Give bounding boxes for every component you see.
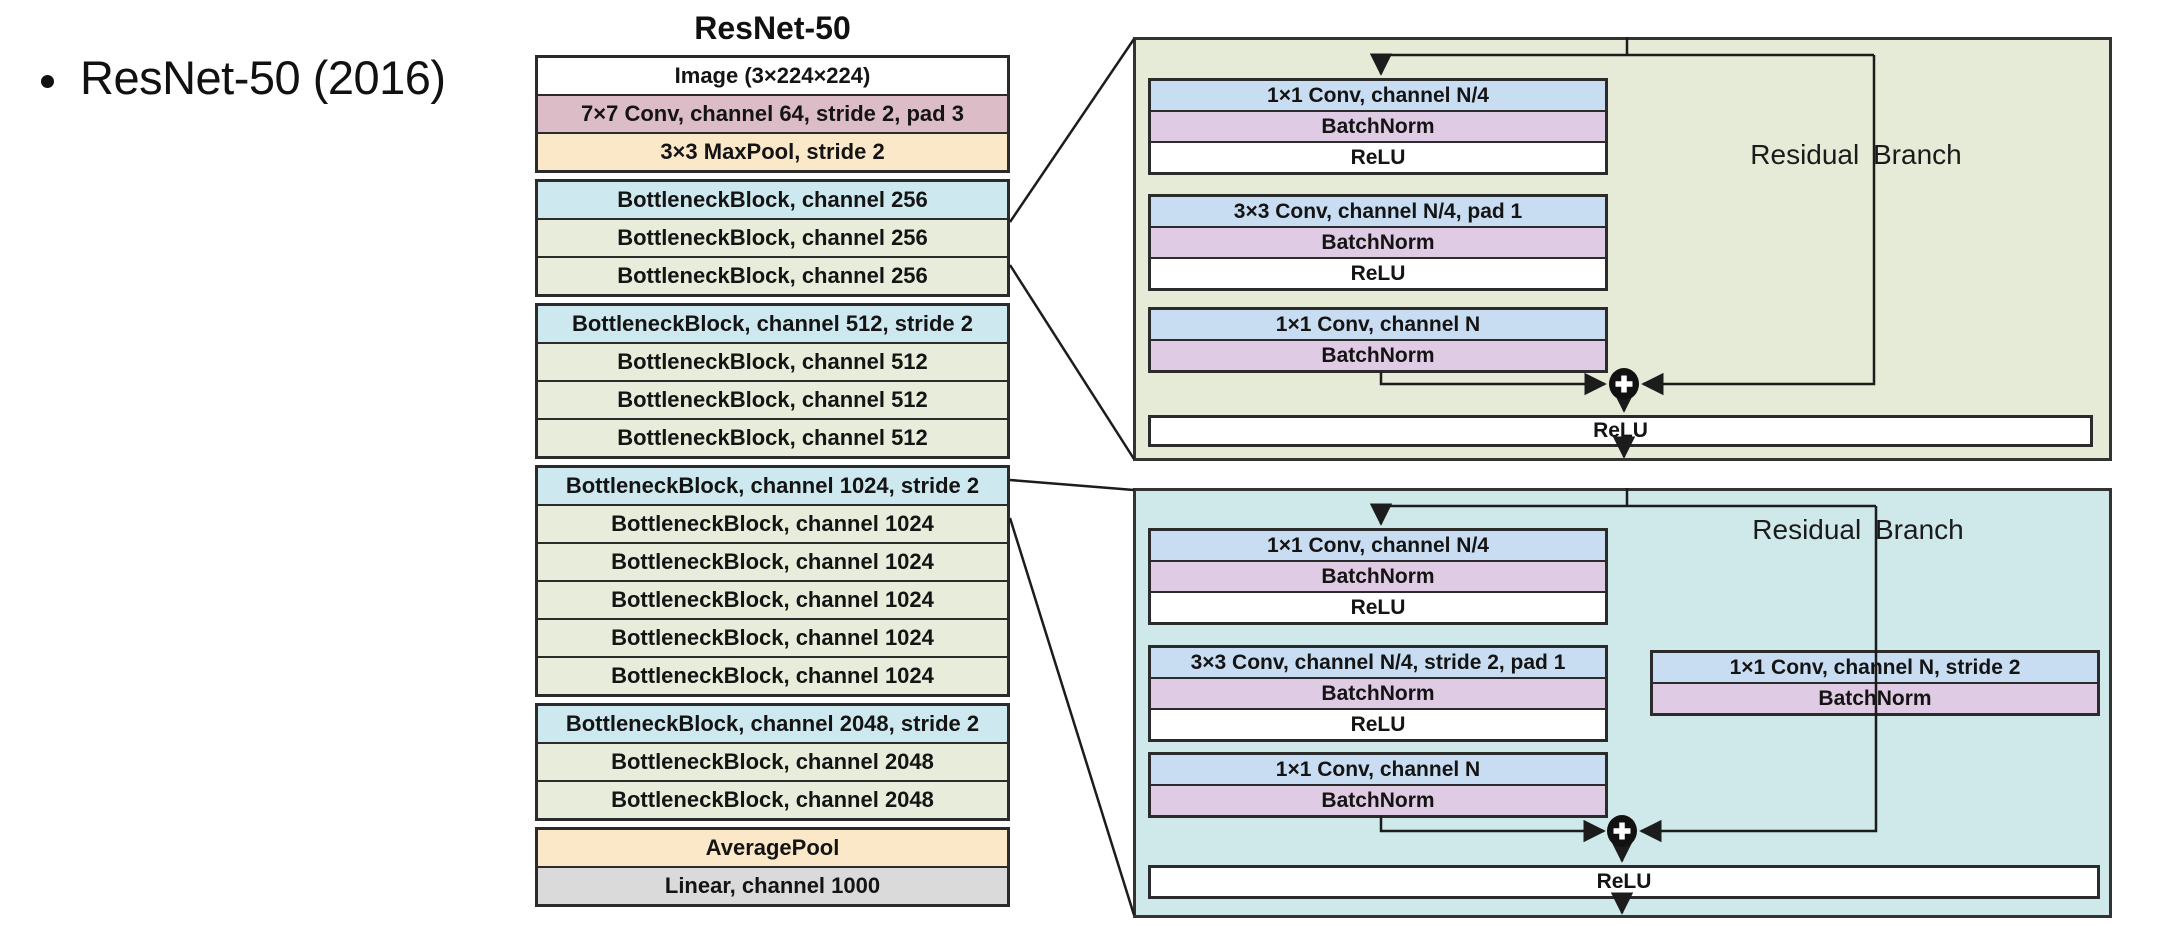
stack-row: BottleneckBlock, channel 1024	[538, 580, 1007, 618]
stack-row: BottleneckBlock, channel 512	[538, 418, 1007, 456]
detail-row: ReLU	[1151, 708, 1605, 739]
stack-row: BottleneckBlock, channel 256	[538, 218, 1007, 256]
stack-row: BottleneckBlock, channel 512	[538, 380, 1007, 418]
zoom-wedge-line	[1008, 38, 1136, 223]
zoom-wedge-line	[1009, 478, 1135, 492]
residual-branch-label: Residual Branch	[1752, 514, 1964, 545]
stack-row: BottleneckBlock, channel 2048, stride 2	[538, 706, 1007, 742]
stack-row: BottleneckBlock, channel 2048	[538, 780, 1007, 818]
detail-row: BatchNorm	[1151, 339, 1605, 370]
detail-row: BatchNorm	[1151, 677, 1605, 708]
detail-conv-group: 1×1 Conv, channel N BatchNorm	[1148, 752, 1608, 818]
stack-row: 7×7 Conv, channel 64, stride 2, pad 3	[538, 94, 1007, 132]
stack-group-head: AveragePool Linear, channel 1000	[535, 827, 1010, 907]
detail-row: BatchNorm	[1151, 110, 1605, 141]
detail-row: BatchNorm	[1151, 560, 1605, 591]
output-relu-bar: ReLU	[1148, 865, 2100, 899]
stack-group-1024: BottleneckBlock, channel 1024, stride 2 …	[535, 465, 1010, 697]
detail-row: 1×1 Conv, channel N	[1151, 310, 1605, 339]
detail-row: 1×1 Conv, channel N	[1151, 755, 1605, 784]
stack-row: Image (3×224×224)	[538, 58, 1007, 94]
stack-row: BottleneckBlock, channel 256	[538, 256, 1007, 294]
detail-conv-group: 3×3 Conv, channel N/4, pad 1 BatchNorm R…	[1148, 194, 1608, 291]
stack-row: BottleneckBlock, channel 512, stride 2	[538, 306, 1007, 342]
zoom-wedge-line	[1008, 264, 1136, 460]
output-relu-bar: ReLU	[1148, 415, 2093, 447]
detail-row: 3×3 Conv, channel N/4, pad 1	[1151, 197, 1605, 226]
stack-row: BottleneckBlock, channel 512	[538, 342, 1007, 380]
detail-row: BatchNorm	[1151, 226, 1605, 257]
detail-row: 3×3 Conv, channel N/4, stride 2, pad 1	[1151, 648, 1605, 677]
bullet-text: ResNet-50 (2016)	[80, 51, 446, 104]
stack-row: BottleneckBlock, channel 1024, stride 2	[538, 468, 1007, 504]
detail-row: 1×1 Conv, channel N/4	[1151, 81, 1605, 110]
detail-row: 1×1 Conv, channel N/4	[1151, 531, 1605, 560]
detail-row: BatchNorm	[1653, 682, 2097, 713]
stack-group-256: BottleneckBlock, channel 256 BottleneckB…	[535, 179, 1010, 297]
detail-conv-group: 1×1 Conv, channel N/4 BatchNorm ReLU	[1148, 528, 1608, 625]
detail-conv-group: 1×1 Conv, channel N BatchNorm	[1148, 307, 1608, 373]
shortcut-conv-group: 1×1 Conv, channel N, stride 2 BatchNorm	[1650, 650, 2100, 716]
stack-row: Linear, channel 1000	[538, 866, 1007, 904]
stack-row: BottleneckBlock, channel 1024	[538, 656, 1007, 694]
stack-row: BottleneckBlock, channel 1024	[538, 618, 1007, 656]
bullet-marker-icon	[41, 75, 54, 88]
stack-group-stem: Image (3×224×224) 7×7 Conv, channel 64, …	[535, 55, 1010, 173]
detail-row: ReLU	[1151, 257, 1605, 288]
stack-row: BottleneckBlock, channel 1024	[538, 542, 1007, 580]
detail-row: 1×1 Conv, channel N, stride 2	[1653, 653, 2097, 682]
detail-row: ReLU	[1151, 591, 1605, 622]
stack-group-512: BottleneckBlock, channel 512, stride 2 B…	[535, 303, 1010, 459]
detail-conv-group: 1×1 Conv, channel N/4 BatchNorm ReLU	[1148, 78, 1608, 175]
stack-row: AveragePool	[538, 830, 1007, 866]
stack-row: 3×3 MaxPool, stride 2	[538, 132, 1007, 170]
stack-row: BottleneckBlock, channel 1024	[538, 504, 1007, 542]
stack-title: ResNet-50	[694, 10, 851, 46]
stack-row: BottleneckBlock, channel 256	[538, 182, 1007, 218]
stack-group-2048: BottleneckBlock, channel 2048, stride 2 …	[535, 703, 1010, 821]
detail-row: ReLU	[1151, 141, 1605, 172]
detail-row: BatchNorm	[1151, 784, 1605, 815]
residual-branch-label: Residual Branch	[1750, 139, 1962, 170]
stack-row: BottleneckBlock, channel 2048	[538, 742, 1007, 780]
zoom-wedge-line	[1008, 517, 1136, 916]
detail-conv-group: 3×3 Conv, channel N/4, stride 2, pad 1 B…	[1148, 645, 1608, 742]
